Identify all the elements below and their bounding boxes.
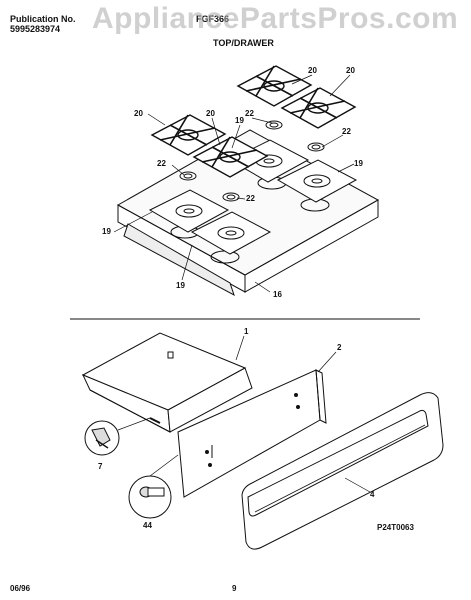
model-number: FGF366	[196, 14, 230, 24]
grate-front-right[interactable]	[192, 136, 269, 178]
callout-19a: 19	[235, 116, 244, 125]
drawer-front[interactable]	[241, 392, 444, 550]
section-title: TOP/DRAWER	[213, 38, 274, 48]
callout-19c: 19	[102, 227, 111, 236]
drawer-roller-detail[interactable]	[128, 454, 179, 519]
callout-44: 44	[143, 521, 152, 530]
burner-cap-rear[interactable]	[265, 120, 283, 130]
burner-cap-center[interactable]	[222, 192, 240, 202]
burner-cap-left[interactable]	[179, 171, 197, 181]
callout-20b: 20	[206, 109, 215, 118]
callout-20a: 20	[134, 109, 143, 118]
drawer-body[interactable]	[81, 332, 253, 433]
callout-19b: 19	[354, 159, 363, 168]
burner-pan-front-left[interactable]	[148, 189, 230, 233]
footer-page-number: 9	[232, 584, 237, 593]
leader-lines-top	[113, 74, 355, 293]
grate-rear-left[interactable]	[236, 65, 313, 107]
callout-20d: 20	[346, 66, 355, 75]
burner-pan-front-right[interactable]	[190, 211, 272, 255]
drawer-back-panel[interactable]	[177, 369, 327, 498]
callout-2: 2	[337, 343, 342, 352]
leader-lines-bottom	[235, 335, 371, 493]
callout-22b: 22	[342, 127, 351, 136]
watermark-text: AppliancePartsPros.com	[92, 2, 459, 35]
callout-7: 7	[98, 462, 103, 471]
callout-22c: 22	[157, 159, 166, 168]
grate-rear-right[interactable]	[280, 87, 357, 129]
callout-1: 1	[244, 327, 249, 336]
callout-20c: 20	[308, 66, 317, 75]
callout-4: 4	[370, 490, 375, 499]
callout-16: 16	[273, 290, 282, 299]
diagram-code: P24T0063	[377, 523, 414, 532]
publication-label: Publication No.	[10, 14, 76, 24]
callout-22a: 22	[245, 109, 254, 118]
callout-19d: 19	[176, 281, 185, 290]
burner-pan-rear-right[interactable]	[276, 159, 358, 203]
publication-number: 5995283974	[10, 24, 61, 34]
footer-date: 06/96	[10, 584, 31, 593]
burner-cap-right[interactable]	[307, 142, 325, 152]
drawer-glide-detail[interactable]	[84, 417, 151, 456]
grate-front-left[interactable]	[150, 114, 227, 156]
callout-22d: 22	[246, 194, 255, 203]
